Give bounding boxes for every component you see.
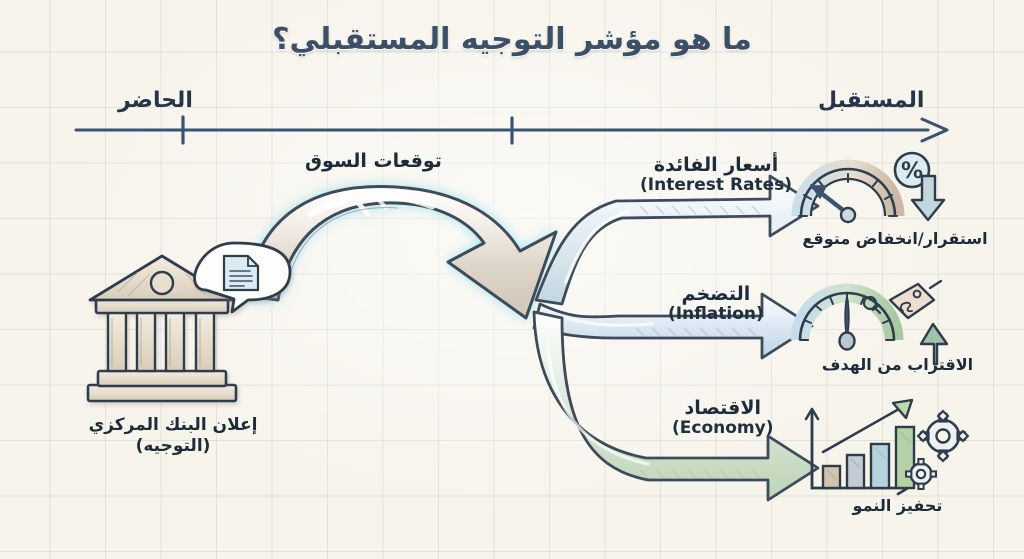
main-flow-label: توقعات السوق	[305, 150, 442, 172]
gauge-ticks	[798, 173, 898, 217]
branch-label-ar: التضخم	[681, 283, 751, 305]
growth-trend-arrow	[821, 403, 908, 454]
timeline-label-present: الحاضر	[118, 88, 193, 113]
gauge-target-icon	[790, 279, 949, 366]
outcome-caption-inflation: الاقتراب من الهدف	[821, 355, 974, 374]
gauge-ticks	[799, 293, 895, 341]
branch-label-economy: الاقتصاد (Economy)	[672, 397, 774, 439]
percent-badge: %	[893, 151, 931, 189]
main-flow-arrow	[244, 184, 558, 320]
speech-bubble-document	[193, 241, 292, 314]
bar-chart-growth-icon	[804, 398, 970, 496]
gears-icon	[905, 409, 970, 491]
timeline-label-future: المستقبل	[818, 88, 925, 113]
branch-label-inflation: التضخم (Inflation)	[668, 283, 764, 325]
bank-caption-line1: إعلان البنك المركزي	[88, 415, 258, 435]
document-icon	[222, 254, 260, 292]
gauge-down-icon: %	[791, 151, 946, 224]
gauge-needle	[844, 295, 850, 339]
trend-arrow-down	[910, 174, 946, 222]
chart-bars	[821, 425, 916, 490]
bank-caption-line2: (التوجيه)	[135, 436, 211, 457]
outcome-caption-economy: تحفيز النمو	[852, 496, 943, 515]
page-title: ما هو مؤشر التوجيه المستقبلي؟	[272, 22, 752, 57]
branch-arrow-economy	[532, 310, 820, 502]
outcome-caption-interest-rates: استقرار/انخفاض متوقع	[802, 229, 988, 248]
timeline-axis	[74, 115, 949, 145]
branch-label-interest-rates: أسعار الفائدة (Interest Rates)	[640, 154, 793, 196]
bank-caption: إعلان البنك المركزي (التوجيه)	[78, 415, 268, 458]
trend-arrow-up	[919, 322, 949, 366]
branch-label-ar: الاقتصاد	[684, 397, 761, 419]
branch-arrow-interest-rates	[534, 174, 820, 306]
branch-label-en: (Inflation)	[668, 304, 764, 325]
branch-label-en: (Economy)	[672, 418, 774, 439]
branch-label-en: (Interest Rates)	[640, 175, 793, 196]
price-tag-icon	[888, 279, 943, 320]
branch-label-ar: أسعار الفائدة	[653, 154, 779, 176]
svg-text:%: %	[901, 159, 923, 184]
